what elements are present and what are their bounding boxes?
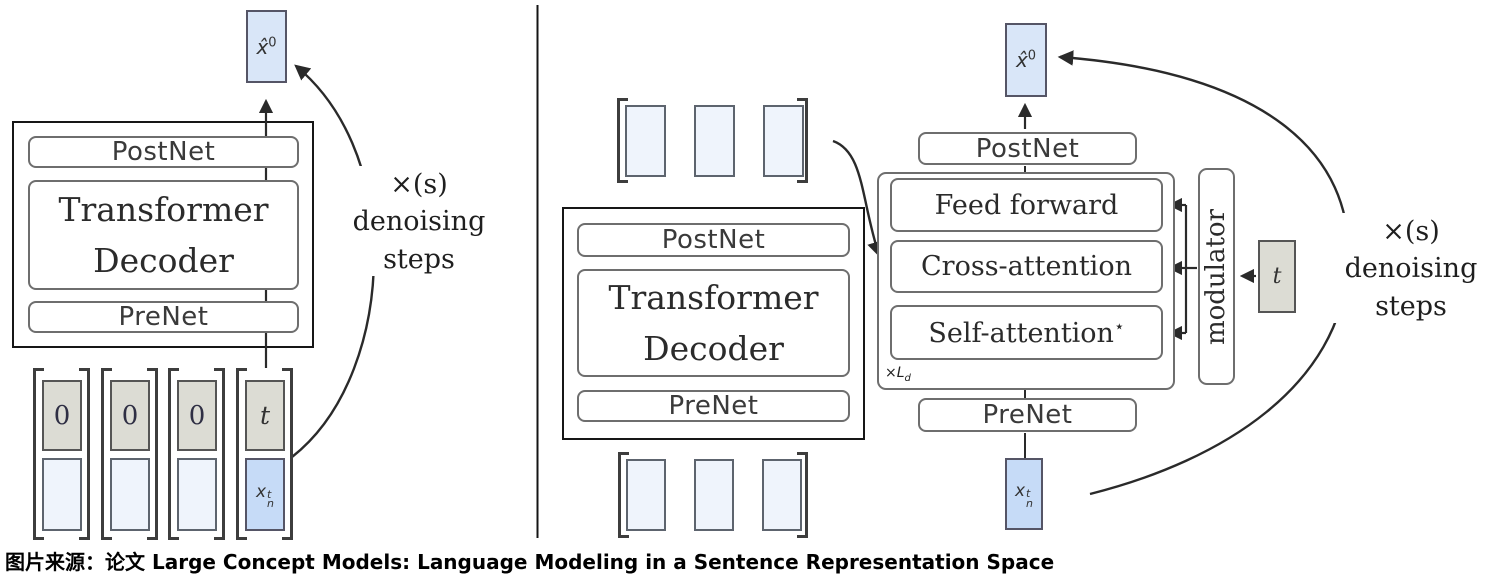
right-denoising-note: ×(s) denoising steps [1330,213,1492,323]
right-transformer-decoder-label: Transformer Decoder [608,277,819,368]
cross-attention-box: Cross-attention [890,240,1163,293]
left-transformer-decoder-box: Transformer Decoder [28,180,299,290]
right-decoder-prenet-label: PreNet [668,391,759,421]
figure-caption: 图片来源：论文 Large Concept Models: Language M… [5,550,1055,574]
clean-embedding-box [177,458,217,531]
left-xhat-box: x̂0 [246,10,287,83]
left-denoising-note: ×(s) denoising steps [336,166,502,276]
right-xhat-label: x̂0 [1015,48,1037,72]
input-column-1: 0 [33,368,90,540]
modulator-label: modulator [1201,208,1232,345]
left-xhat-label: x̂0 [256,34,277,59]
left-transformer-decoder-label: Transformer Decoder [58,189,269,280]
input-column-3: 0 [168,368,225,540]
matrix-bracket-right [797,452,808,538]
modulator-box: modulator [1198,168,1235,385]
clean-embedding-box [42,458,82,531]
right-timestep-box: t [1258,240,1296,313]
context-embedding-box [694,105,735,177]
timestep-embedding-box: t [245,380,285,451]
zero-embedding-box: 0 [177,380,217,451]
zero-label: 0 [188,400,206,431]
zero-embedding-box: 0 [42,380,82,451]
left-postnet-label: PostNet [111,137,216,167]
matrix-bracket-left [236,368,247,540]
right-decoder-postnet-box: PostNet [577,223,850,257]
right-postnet-label: PostNet [975,133,1080,164]
cross-attention-label: Cross-attention [921,251,1132,282]
matrix-bracket-left [101,368,112,540]
zero-embedding-box: 0 [110,380,150,451]
zero-label: 0 [121,400,139,431]
right-xhat-box: x̂0 [1005,23,1047,97]
self-attention-box: Self-attention⋆ [890,305,1163,360]
right-timestep-label: t [1272,264,1282,289]
left-prenet-box: PreNet [28,301,299,333]
matrix-bracket-right [797,98,808,183]
context-embedding-box [763,105,804,177]
context-embeddings-top-group [617,98,808,183]
right-prenet-label: PreNet [982,400,1073,430]
feed-forward-box: Feed forward [890,178,1163,232]
timestep-label: t [259,401,271,430]
right-prenet-box: PreNet [918,398,1137,432]
matrix-bracket-right [79,368,90,540]
context-embedding-box [626,459,666,531]
feed-forward-label: Feed forward [934,189,1119,221]
layer-count-label: ×Ld [885,365,911,384]
left-postnet-box: PostNet [28,136,299,168]
matrix-bracket-left [33,368,44,540]
input-column-2: 0 [101,368,158,540]
zero-label: 0 [53,400,71,431]
right-postnet-box: PostNet [918,132,1137,165]
right-decoder-postnet-label: PostNet [661,225,766,255]
context-embedding-box [694,459,734,531]
context-embedding-box [625,105,666,177]
matrix-bracket-right [147,368,158,540]
left-prenet-label: PreNet [118,302,209,332]
right-decoder-prenet-box: PreNet [577,390,850,422]
matrix-bracket-left [168,368,179,540]
right-transformer-decoder-box: Transformer Decoder [577,269,850,377]
context-embedding-box [762,459,802,531]
matrix-bracket-left [618,452,629,538]
context-embeddings-bottom-group [618,452,808,538]
self-attention-label: Self-attention⋆ [928,316,1125,349]
matrix-bracket-right [214,368,225,540]
matrix-bracket-left [617,98,628,183]
clean-embedding-box [110,458,150,531]
